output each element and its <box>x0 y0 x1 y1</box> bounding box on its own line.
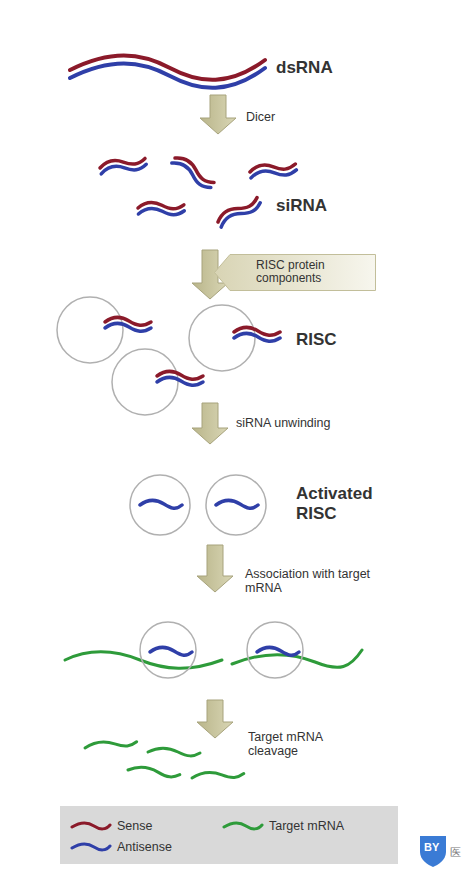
legend-line-sample <box>70 820 112 832</box>
box-label: RISC protein components <box>256 259 368 285</box>
legend-line-sample <box>222 820 264 832</box>
enzyme-label: Dicer <box>246 110 275 124</box>
mrna-association <box>65 622 362 678</box>
legend-item: Antisense <box>70 840 172 854</box>
step-label: Association with target mRNA <box>245 567 385 596</box>
cleaved-mrna <box>84 737 244 782</box>
step-arrows <box>192 95 236 738</box>
stage-title: siRNA <box>276 196 327 216</box>
stage-title: RISC <box>296 330 337 350</box>
watermark-text: 医 <box>450 846 461 859</box>
activated-risc <box>130 475 266 535</box>
stage-title: dsRNA <box>276 58 333 78</box>
stage-title: Activated RISC <box>296 484 416 523</box>
legend-panel <box>60 806 398 864</box>
dsrna-strands <box>70 56 265 88</box>
legend-text: Sense <box>117 819 152 833</box>
legend-item: Target mRNA <box>222 819 344 833</box>
sirna-fragments <box>99 154 297 230</box>
legend-text: Antisense <box>117 840 172 854</box>
watermark-logo-text: BY <box>424 841 439 854</box>
input-arrow-box: RISC protein components <box>214 254 376 290</box>
legend-item: Sense <box>70 819 152 833</box>
watermark-logo <box>420 836 446 867</box>
legend-text: Target mRNA <box>269 819 344 833</box>
step-label: Target mRNA cleavage <box>248 730 358 759</box>
risc-complexes <box>57 297 280 415</box>
legend-line-sample <box>70 841 112 853</box>
step-label: siRNA unwinding <box>236 416 331 430</box>
